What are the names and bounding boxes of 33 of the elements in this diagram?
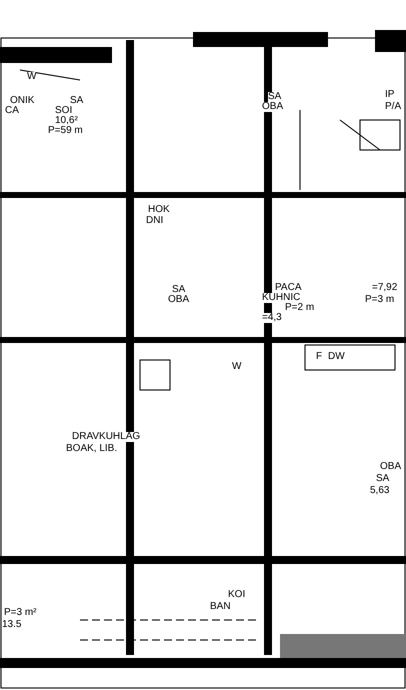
area-value: 13.5	[2, 620, 22, 630]
appliance-label: W	[27, 72, 36, 82]
room-label: DRAVKUHLAG	[72, 432, 140, 442]
room-label: OBA	[168, 295, 190, 305]
room-label: BOAK, LIB.	[66, 444, 118, 454]
area-value: P=3 m	[365, 295, 394, 305]
appliance-label: F	[316, 352, 322, 362]
room-label: SOI	[55, 106, 72, 116]
area-value: =7,92	[372, 283, 398, 293]
appliance-label: W	[232, 362, 242, 372]
room-label: PACA	[275, 283, 302, 293]
room-label: HOK	[148, 205, 170, 215]
area-value: =4,3	[262, 313, 282, 323]
area-value: P=2 m	[285, 303, 314, 313]
room-label: SA	[268, 92, 282, 102]
room-label: SA	[376, 474, 390, 484]
room-label: OBA	[380, 462, 402, 472]
room-label: ONIK	[10, 96, 34, 106]
room-label: KOI	[228, 590, 246, 600]
room-label: CA	[5, 106, 19, 116]
room-label: IP	[385, 90, 394, 100]
area-value: P=59 m	[48, 126, 83, 136]
area-value: 10,6²	[55, 116, 78, 126]
room-label: OBA	[262, 102, 284, 112]
room-label: KUHNIC	[262, 293, 300, 303]
room-label: SA	[70, 96, 84, 106]
appliance-label: DW	[328, 352, 345, 362]
area-value: 5,63	[370, 486, 390, 496]
area-value: P=3 m²	[4, 608, 37, 618]
area-value: P/A	[385, 102, 402, 112]
room-label: DNI	[146, 216, 164, 226]
room-label: SA	[172, 285, 186, 295]
room-label: BAN	[210, 602, 231, 612]
